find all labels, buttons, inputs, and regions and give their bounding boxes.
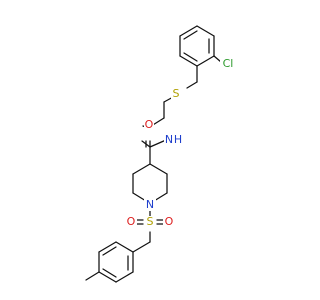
bond — [102, 268, 117, 278]
bond — [183, 30, 198, 40]
piperidine-nitrogen-label: N — [146, 198, 154, 211]
bond — [179, 55, 198, 67]
bond — [132, 241, 151, 253]
bond — [132, 163, 151, 175]
bond — [196, 25, 215, 37]
atom-labels: Cl S N H O N S O O — [125, 57, 236, 228]
bond — [186, 81, 198, 89]
bond — [213, 55, 222, 63]
bond — [149, 139, 167, 148]
sulfonyl-sulfur-label: S — [147, 215, 154, 228]
methylbenzyl-group — [85, 241, 134, 283]
bond — [115, 271, 134, 283]
bond — [115, 241, 134, 253]
bond — [98, 241, 117, 253]
structure-diagram: Cl S N H O N S O O — [85, 25, 236, 283]
sulfonyl-oxygen-right-label: O — [165, 215, 174, 228]
bond — [179, 25, 198, 37]
bond — [149, 163, 168, 175]
molecule-canvas: Cl S N H O N S O O — [85, 25, 236, 283]
bond — [132, 192, 147, 202]
bond — [183, 52, 198, 62]
chlorine-label: Cl — [223, 57, 234, 70]
sulfonyl-oxygen-left-label: O — [127, 215, 136, 228]
amide-oxygen-label: O — [145, 118, 154, 131]
bond — [153, 192, 168, 202]
thioether-sulfur-label: S — [173, 87, 180, 100]
bond — [102, 246, 117, 256]
amide-nitrogen-label: N — [165, 133, 173, 146]
bond — [85, 271, 100, 281]
sulfonyl-group — [132, 219, 165, 253]
chlorobenzyl-group — [179, 25, 222, 89]
bond — [98, 271, 117, 283]
amide-group — [141, 139, 167, 165]
bond — [196, 55, 215, 67]
amide-hydrogen-label: H — [174, 133, 182, 146]
